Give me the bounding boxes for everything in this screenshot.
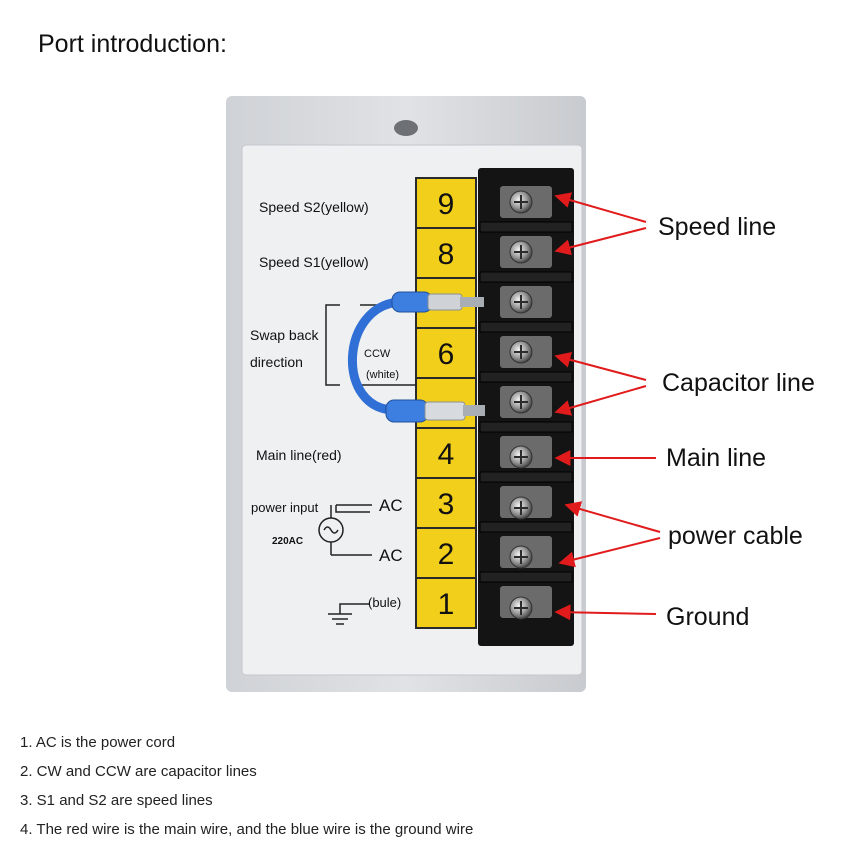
terminal-number-4: 4 [438, 438, 455, 471]
terminal-number-6: 6 [438, 338, 455, 371]
label-white: (white) [366, 369, 399, 381]
terminal-number-9: 9 [438, 188, 455, 221]
callout-ground: Ground [666, 603, 749, 631]
callout-main-line: Main line [666, 444, 766, 472]
notes-list: 1. AC is the power cord 2. CW and CCW ar… [20, 733, 473, 849]
terminal-number-1: 1 [438, 588, 455, 621]
label-220ac: 220AC [272, 536, 303, 547]
callout-arrows [554, 192, 661, 621]
note-item: 2. CW and CCW are capacitor lines [20, 763, 257, 780]
label-swap-2: direction [250, 354, 303, 370]
terminal-number-2: 2 [438, 538, 455, 571]
label-bule: (bule) [368, 595, 401, 610]
terminal-number-3: 3 [438, 488, 455, 521]
label-power-input: power input [251, 500, 319, 515]
label-swap-1: Swap back [250, 327, 319, 343]
label-speed-s1: Speed S1(yellow) [259, 254, 369, 270]
label-ccw: CCW [364, 348, 391, 360]
label-speed-s2: Speed S2(yellow) [259, 199, 369, 215]
terminal-block [478, 168, 574, 646]
page-title: Port introduction: [38, 30, 227, 58]
blue-jumper-wire [348, 291, 485, 423]
mounting-hole [394, 120, 418, 136]
label-ac-bottom: AC [379, 546, 403, 565]
callout-capacitor-line: Capacitor line [662, 369, 815, 397]
note-item: 4. The red wire is the main wire, and th… [20, 821, 474, 838]
callout-speed-line: Speed line [658, 213, 776, 241]
callout-power-cable: power cable [668, 522, 803, 550]
note-item: 1. AC is the power cord [20, 734, 176, 751]
label-main-line-red: Main line(red) [256, 447, 342, 463]
note-item: 3. S1 and S2 are speed lines [20, 792, 213, 809]
terminal-number-8: 8 [438, 238, 455, 271]
label-ac-top: AC [379, 496, 403, 515]
